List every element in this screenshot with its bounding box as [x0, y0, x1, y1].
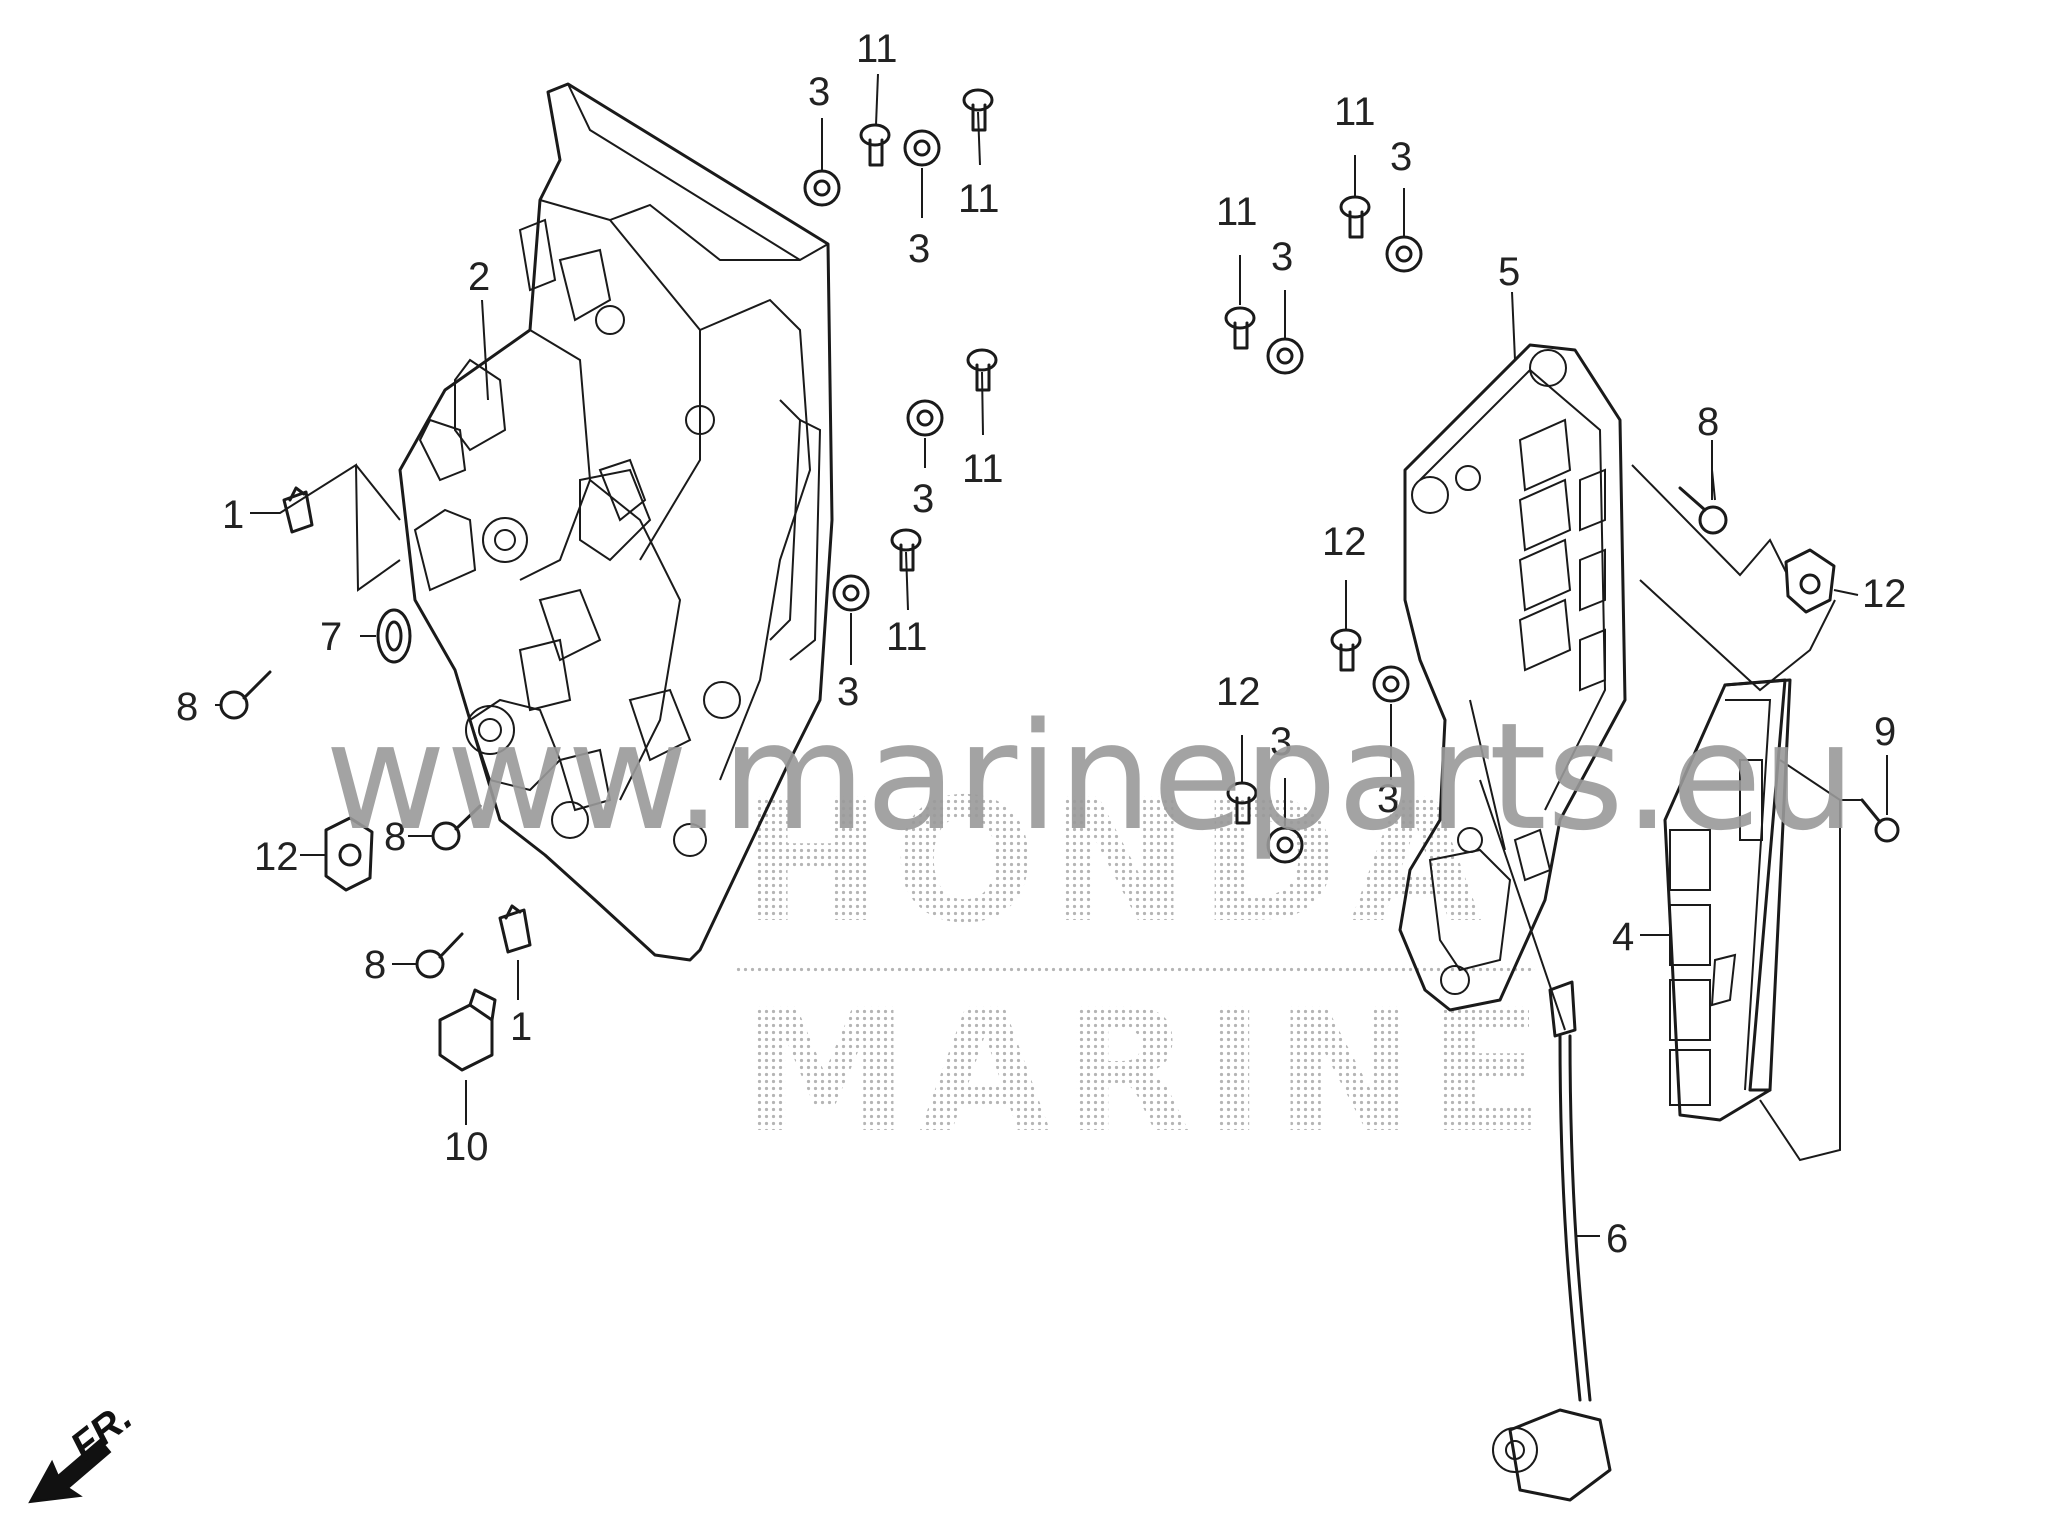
electrical-box-part-2: [398, 82, 834, 962]
callout-10: 10: [444, 1125, 489, 1169]
nut-3b: [903, 129, 941, 167]
callout-1a: 1: [222, 493, 244, 537]
callout-11b: 11: [958, 177, 1000, 221]
callout-3c: 3: [912, 477, 934, 521]
callout-labels: 3 11 3 11 3 11 3 11 11 3 11 3 12 3 12 3 …: [176, 27, 1907, 1261]
callout-11g: 12: [1322, 520, 1367, 564]
callout-3d: 3: [837, 670, 859, 714]
hardware-parts: [219, 88, 1900, 1072]
callout-3f: 3: [1390, 135, 1412, 179]
callout-11d: 11: [886, 615, 928, 659]
callout-9: 9: [1874, 710, 1896, 754]
callout-8c: 8: [364, 943, 386, 987]
watermark-brand-line1: HONDA: [740, 763, 1492, 961]
collar-11a: [859, 123, 891, 167]
front-label: FR.: [62, 1395, 140, 1469]
callout-8a: 8: [176, 685, 198, 729]
relay-10: [438, 988, 497, 1072]
nut-3d: [832, 574, 870, 612]
callout-3h: 3: [1270, 720, 1292, 764]
watermark-brand: HONDA MARINE: [735, 763, 1553, 1171]
callout-6: 6: [1606, 1217, 1628, 1261]
leader-lines: [215, 73, 1888, 1237]
callout-11e: 11: [1216, 190, 1258, 234]
bolt-8b: [431, 804, 482, 851]
front-arrow-icon: [28, 1438, 112, 1504]
callout-2: 2: [468, 255, 490, 299]
fuse-plate-part-5: [1398, 343, 1627, 1012]
callout-11c: 11: [962, 447, 1004, 491]
callout-3g: 3: [1377, 777, 1399, 821]
bolt-8d: [1678, 486, 1728, 535]
grommet-7: [376, 608, 412, 664]
nut-3a: [803, 169, 841, 207]
callout-1b: 1: [510, 1005, 532, 1049]
callout-11a: 11: [856, 27, 898, 71]
callout-12b: 12: [1862, 572, 1907, 616]
callout-3e: 3: [1271, 235, 1293, 279]
callout-4: 4: [1612, 915, 1634, 959]
front-direction-indicator: FR.: [28, 1395, 140, 1504]
nut-3c: [906, 399, 944, 437]
callout-7: 7: [320, 615, 342, 659]
watermark-brand-line2: MARINE: [740, 973, 1553, 1171]
nut-3e: [1266, 337, 1304, 375]
relay-12b: [1784, 548, 1836, 614]
relay-12a: [324, 816, 374, 892]
collar-11f: [1339, 195, 1371, 239]
control-module-part-4: [1663, 678, 1792, 1122]
callout-3b: 3: [908, 227, 930, 271]
callout-12a: 12: [254, 835, 299, 879]
callout-8d: 8: [1697, 400, 1719, 444]
watermark-site: www.marineparts.eu: [325, 691, 1856, 863]
nut-3f: [1385, 235, 1423, 273]
collar-11e: [1224, 306, 1256, 350]
callout-8b: 8: [384, 815, 406, 859]
callout-11h: 12: [1216, 670, 1261, 714]
callout-3a: 3: [808, 70, 830, 114]
clip-1a: [282, 486, 314, 534]
collar-11g: [1330, 628, 1362, 672]
wire-harness-part-6: [1492, 980, 1612, 1502]
collar-11h: [1226, 781, 1258, 825]
callout-11f: 11: [1334, 90, 1376, 134]
nut-3h: [1266, 826, 1304, 864]
nut-3g: [1372, 665, 1410, 703]
bolt-8c: [415, 932, 464, 979]
clip-1b: [498, 904, 532, 954]
bolt-8a: [219, 670, 272, 720]
callout-5: 5: [1498, 250, 1520, 294]
screw-9: [1860, 798, 1900, 843]
